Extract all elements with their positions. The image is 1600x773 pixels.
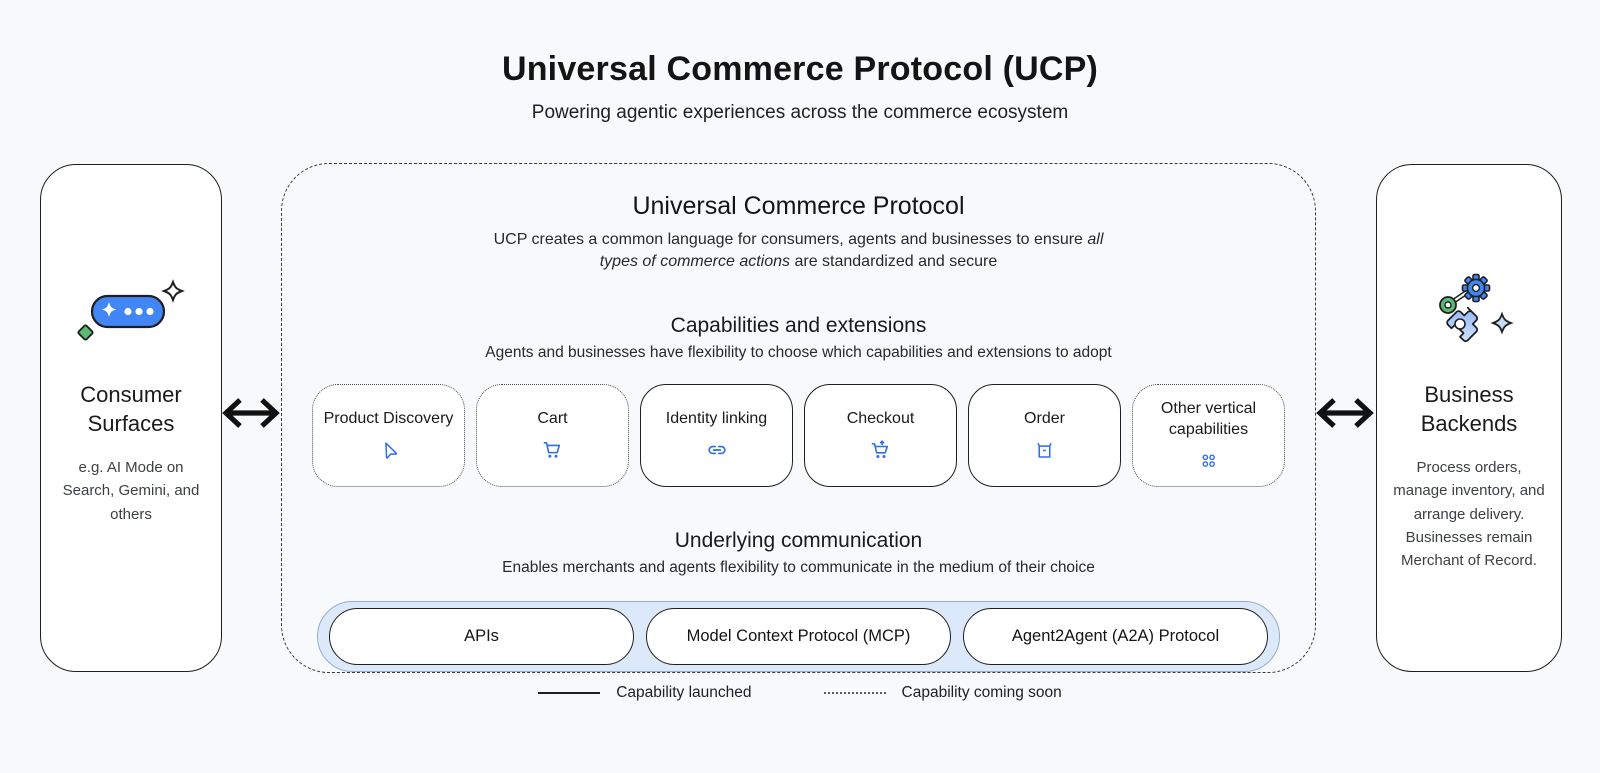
legend-launched: Capability launched	[538, 684, 752, 702]
channel-a2a: Agent2Agent (A2A) Protocol	[963, 607, 1268, 665]
ucp-title: Universal Commerce Protocol	[632, 192, 965, 220]
legend-coming-soon: Capability coming soon	[823, 684, 1062, 702]
cart-checkout-icon	[870, 439, 891, 461]
send-icon	[379, 439, 399, 461]
gear-automation-sparkle-icon	[1414, 273, 1524, 345]
order-box-icon	[1034, 439, 1055, 461]
legend-dotted-line	[823, 692, 886, 694]
capability-label: Other vertical capabilities	[1160, 399, 1257, 438]
capability-checkout: Checkout	[804, 383, 957, 487]
capability-label: Order	[1024, 410, 1065, 428]
capability-order: Order	[968, 383, 1121, 487]
capability-label: Identity linking	[665, 410, 768, 428]
business-backends-description: Process orders, manage inventory, and ar…	[1393, 459, 1545, 570]
grid-dots-icon	[1199, 450, 1218, 472]
legend-coming-soon-label: Capability coming soon	[901, 684, 1062, 701]
ucp-description-suffix: are standardized and secure	[790, 253, 998, 271]
legend-launched-label: Capability launched	[616, 684, 752, 701]
channel-mcp: Model Context Protocol (MCP)	[646, 607, 951, 665]
channel-apis: APIs	[329, 607, 634, 665]
ucp-description-italic: all types of commerce actions	[599, 231, 1104, 271]
capabilities-section-header: Capabilities and extensions Agents and b…	[485, 314, 1111, 362]
business-backends-title: Business Backends	[1420, 382, 1518, 436]
capability-other-vertical: Other vertical capabilities	[1132, 383, 1285, 487]
cart-icon	[542, 439, 563, 461]
link-icon	[706, 439, 728, 461]
communication-subtitle: Enables merchants and agents flexibility…	[502, 558, 1095, 576]
capabilities-subtitle: Agents and businesses have flexibility t…	[485, 343, 1112, 361]
communication-section-header: Underlying communication Enables merchan…	[502, 529, 1095, 577]
legend: Capability launched Capability coming so…	[0, 684, 1600, 702]
communication-band: APIs Model Context Protocol (MCP) Agent2…	[317, 600, 1280, 672]
consumer-surfaces-title: Consumer Surfaces	[80, 382, 182, 436]
consumer-surfaces-panel: Consumer Surfaces e.g. AI Mode on Search…	[40, 164, 222, 672]
consumer-surfaces-description: e.g. AI Mode on Search, Gemini, and othe…	[62, 459, 200, 523]
ucp-description-prefix: UCP creates a common language for consum…	[493, 231, 1088, 248]
capabilities-title: Capabilities and extensions	[670, 313, 927, 337]
capability-label: Product Discovery	[323, 410, 454, 428]
left-double-arrow	[221, 396, 281, 430]
capability-label: Checkout	[846, 410, 915, 428]
page-title: Universal Commerce Protocol (UCP)	[501, 50, 1099, 88]
ai-chat-pill-sparkle-icon	[72, 273, 190, 345]
capabilities-row: Product Discovery Cart	[312, 383, 1285, 487]
legend-solid-line	[538, 692, 601, 694]
ucp-description: UCP creates a common language for consum…	[474, 229, 1124, 274]
ucp-container: Universal Commerce Protocol UCP creates …	[281, 163, 1316, 673]
capability-product-discovery: Product Discovery	[312, 383, 465, 487]
communication-title: Underlying communication	[674, 528, 923, 552]
capability-label: Cart	[537, 410, 568, 428]
capability-cart: Cart	[476, 383, 629, 487]
page-subtitle: Powering agentic experiences across the …	[531, 102, 1069, 123]
business-backends-panel: Business Backends Process orders, manage…	[1376, 164, 1562, 672]
right-double-arrow	[1315, 396, 1375, 430]
capability-identity-linking: Identity linking	[640, 383, 793, 487]
